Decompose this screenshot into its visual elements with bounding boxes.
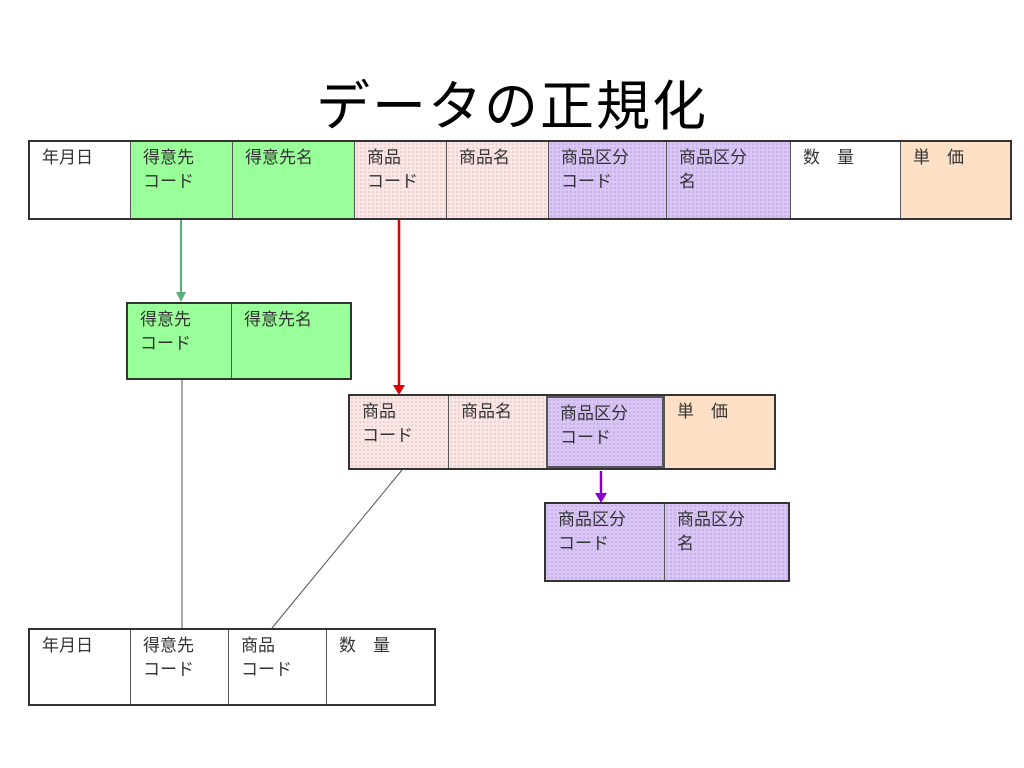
- page-title: データの正規化: [316, 75, 708, 138]
- main-cell-date: 年月日: [30, 142, 130, 218]
- main-cell-product-name: 商品名: [446, 142, 548, 218]
- product-cell-code: 商品コード: [350, 396, 448, 468]
- cell-line: 商品: [362, 402, 396, 422]
- main-cell-unit-price: 単 価: [900, 142, 1010, 218]
- order-cell-quantity: 数 量: [326, 630, 434, 704]
- cell-line: 得意先: [143, 636, 194, 656]
- cell-line: 商品: [367, 148, 401, 168]
- cell-line: コード: [241, 660, 292, 680]
- cell-line: 商品区分: [679, 148, 747, 168]
- cell-line: 数 量: [803, 148, 854, 168]
- cell-line: 得意先名: [244, 310, 312, 330]
- main-cell-category-code: 商品区分コード: [548, 142, 666, 218]
- cell-line: 得意先: [140, 310, 191, 330]
- main-cell-customer-name: 得意先名: [232, 142, 354, 218]
- product-cell-unit-price: 単 価: [664, 396, 774, 468]
- main-cell-quantity: 数 量: [790, 142, 900, 218]
- cell-line: 年月日: [42, 636, 93, 656]
- category-cell-code: 商品区分コード: [546, 504, 664, 580]
- cell-line: 単 価: [913, 148, 964, 168]
- category-cell-name: 商品区分名: [664, 504, 788, 580]
- cell-line: コード: [143, 172, 194, 192]
- cell-line: コード: [362, 426, 413, 446]
- order-table: 年月日 得意先コード 商品コード 数 量: [28, 628, 436, 706]
- cell-line: 数 量: [339, 636, 390, 656]
- cell-line: 名: [677, 534, 694, 554]
- category-table: 商品区分コード 商品区分名: [544, 502, 790, 582]
- product-cell-name: 商品名: [448, 396, 546, 468]
- customer-table: 得意先コード 得意先名: [126, 302, 352, 380]
- customer-cell-code: 得意先コード: [128, 304, 231, 378]
- main-cell-product-code: 商品コード: [354, 142, 446, 218]
- cell-line: 年月日: [42, 148, 93, 168]
- customer-cell-name: 得意先名: [231, 304, 350, 378]
- cell-line: 商品名: [461, 402, 512, 422]
- order-cell-date: 年月日: [30, 630, 130, 704]
- cell-line: コード: [561, 172, 612, 192]
- product-table: 商品コード 商品名 商品区分コード 単 価: [348, 394, 776, 470]
- cell-line: 商品区分: [560, 404, 628, 424]
- cell-line: コード: [367, 172, 418, 192]
- cell-line: 名: [679, 172, 696, 192]
- category-arrow-head: [595, 493, 607, 503]
- cell-line: 商品区分: [558, 510, 626, 530]
- cell-line: 単 価: [677, 402, 728, 422]
- main-cell-category-name: 商品区分名: [666, 142, 790, 218]
- product-cell-category-code: 商品区分コード: [546, 396, 664, 468]
- customer-arrow-head: [176, 292, 186, 302]
- order-cell-product-code: 商品コード: [228, 630, 326, 704]
- cell-line: 得意先名: [245, 148, 313, 168]
- cell-line: コード: [560, 428, 611, 448]
- cell-line: コード: [143, 660, 194, 680]
- main-table: 年月日 得意先コード 得意先名 商品コード 商品名 商品区分コード 商品区分名 …: [28, 140, 1012, 220]
- cell-line: 得意先: [143, 148, 194, 168]
- product-to-order-line: [271, 469, 403, 629]
- cell-line: コード: [140, 334, 191, 354]
- cell-line: 商品区分: [561, 148, 629, 168]
- cell-line: 商品: [241, 636, 275, 656]
- cell-line: コード: [558, 534, 609, 554]
- main-cell-customer-code: 得意先コード: [130, 142, 232, 218]
- cell-line: 商品区分: [677, 510, 745, 530]
- order-cell-customer-code: 得意先コード: [130, 630, 228, 704]
- cell-line: 商品名: [459, 148, 510, 168]
- product-arrow-head: [393, 385, 405, 395]
